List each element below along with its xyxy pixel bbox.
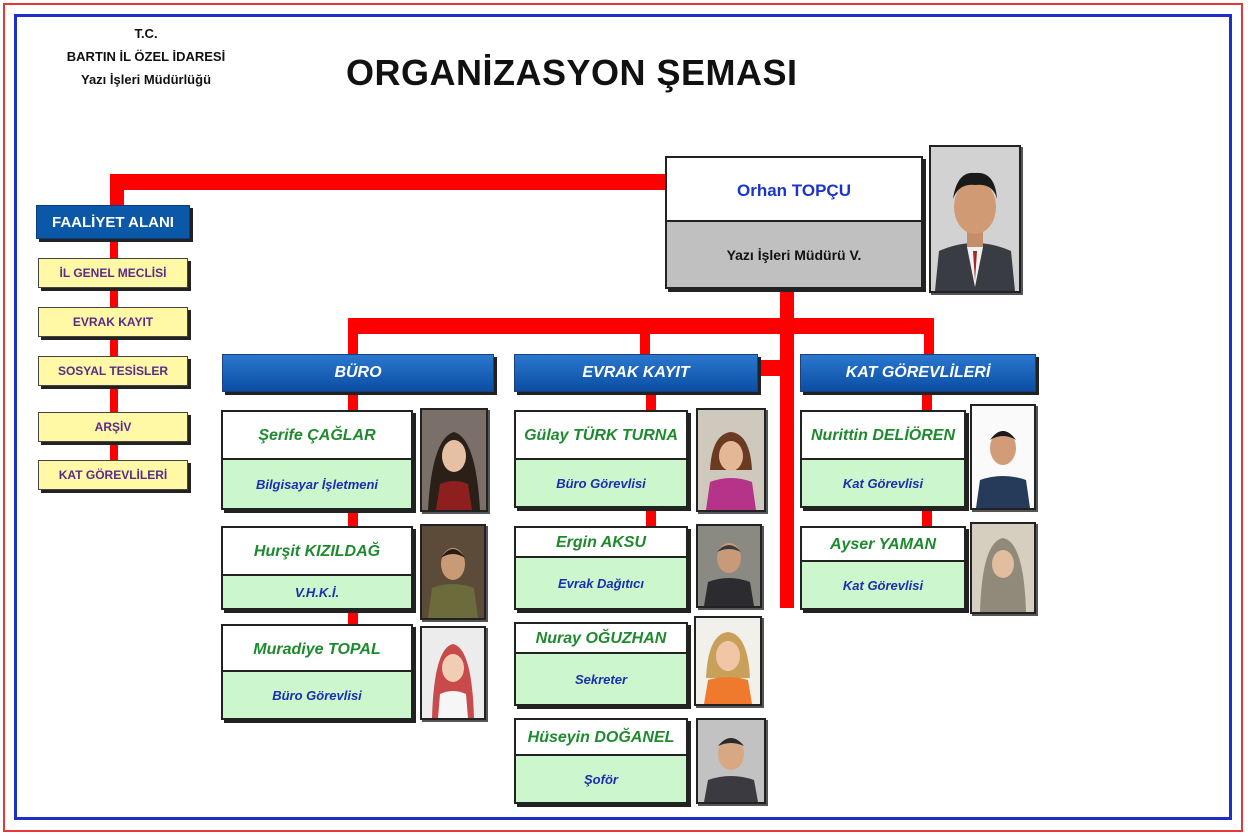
staff-photo <box>420 408 488 512</box>
staff-role: Sekreter <box>516 652 686 704</box>
staff-photo <box>696 718 766 804</box>
staff-photo <box>420 524 486 620</box>
dept-buro: BÜRO <box>222 354 494 392</box>
staff-photo <box>970 404 1036 510</box>
staff-name: Şerife ÇAĞLAR <box>223 412 411 460</box>
staff-role: Evrak Dağıtıcı <box>516 556 686 608</box>
staff-role: Kat Görevlisi <box>802 560 964 608</box>
staff-role: Bilgisayar İşletmeni <box>223 458 411 508</box>
staff-name: Hurşit KIZILDAĞ <box>223 528 411 576</box>
staff-role: Şoför <box>516 754 686 802</box>
staff-name: Gülay TÜRK TURNA <box>516 412 686 460</box>
outer-red-frame <box>3 3 1243 832</box>
staff-card: Hüseyin DOĞANEL Şoför <box>514 718 688 804</box>
dept-kat-gorevlileri: KAT GÖREVLİLERİ <box>800 354 1036 392</box>
staff-role: Büro Görevlisi <box>516 458 686 506</box>
staff-photo <box>696 524 762 608</box>
staff-name: Nurittin DELİÖREN <box>802 412 964 460</box>
staff-card: Hurşit KIZILDAĞ V.H.K.İ. <box>221 526 413 610</box>
staff-card: Nuray OĞUZHAN Sekreter <box>514 622 688 706</box>
page-title: ORGANİZASYON ŞEMASI <box>346 52 798 93</box>
head-manager-card: Orhan TOPÇU Yazı İşleri Müdürü V. <box>665 156 923 289</box>
header-tc: T.C. <box>134 26 158 41</box>
activity-area-header: FAALİYET ALANI <box>36 205 190 239</box>
staff-name: Muradiye TOPAL <box>223 626 411 674</box>
staff-card: Ergin AKSU Evrak Dağıtıcı <box>514 526 688 610</box>
staff-name: Hüseyin DOĞANEL <box>516 720 686 756</box>
activity-item-arsiv: ARŞİV <box>38 412 188 442</box>
activity-item-evrak-kayit: EVRAK KAYIT <box>38 307 188 337</box>
staff-card: Muradiye TOPAL Büro Görevlisi <box>221 624 413 720</box>
staff-card: Şerife ÇAĞLAR Bilgisayar İşletmeni <box>221 410 413 510</box>
staff-photo <box>696 408 766 512</box>
staff-role: Büro Görevlisi <box>223 670 411 718</box>
staff-photo <box>970 522 1036 614</box>
staff-role: V.H.K.İ. <box>223 574 411 608</box>
head-photo <box>929 145 1021 293</box>
staff-name: Ayser YAMAN <box>802 528 964 562</box>
head-name: Orhan TOPÇU <box>737 181 851 200</box>
staff-name: Ergin AKSU <box>516 528 686 558</box>
header-department: Yazı İşleri Müdürlüğü <box>80 72 212 87</box>
header-institution: BARTIN İL ÖZEL İDARESİ <box>66 49 226 64</box>
staff-card: Ayser YAMAN Kat Görevlisi <box>800 526 966 610</box>
staff-photo <box>420 626 486 720</box>
staff-name: Nuray OĞUZHAN <box>516 624 686 654</box>
staff-role: Kat Görevlisi <box>802 458 964 506</box>
staff-card: Gülay TÜRK TURNA Büro Görevlisi <box>514 410 688 508</box>
staff-photo <box>694 616 762 706</box>
activity-item-sosyal-tesisler: SOSYAL TESİSLER <box>38 356 188 386</box>
activity-item-kat-gorevlileri: KAT GÖREVLİLERİ <box>38 460 188 490</box>
staff-card: Nurittin DELİÖREN Kat Görevlisi <box>800 410 966 508</box>
inner-blue-frame <box>14 14 1232 820</box>
dept-evrak-kayit: EVRAK KAYIT <box>514 354 758 392</box>
activity-item-il-genel-meclisi: İL GENEL MECLİSİ <box>38 258 188 288</box>
head-role: Yazı İşleri Müdürü V. <box>667 220 921 287</box>
